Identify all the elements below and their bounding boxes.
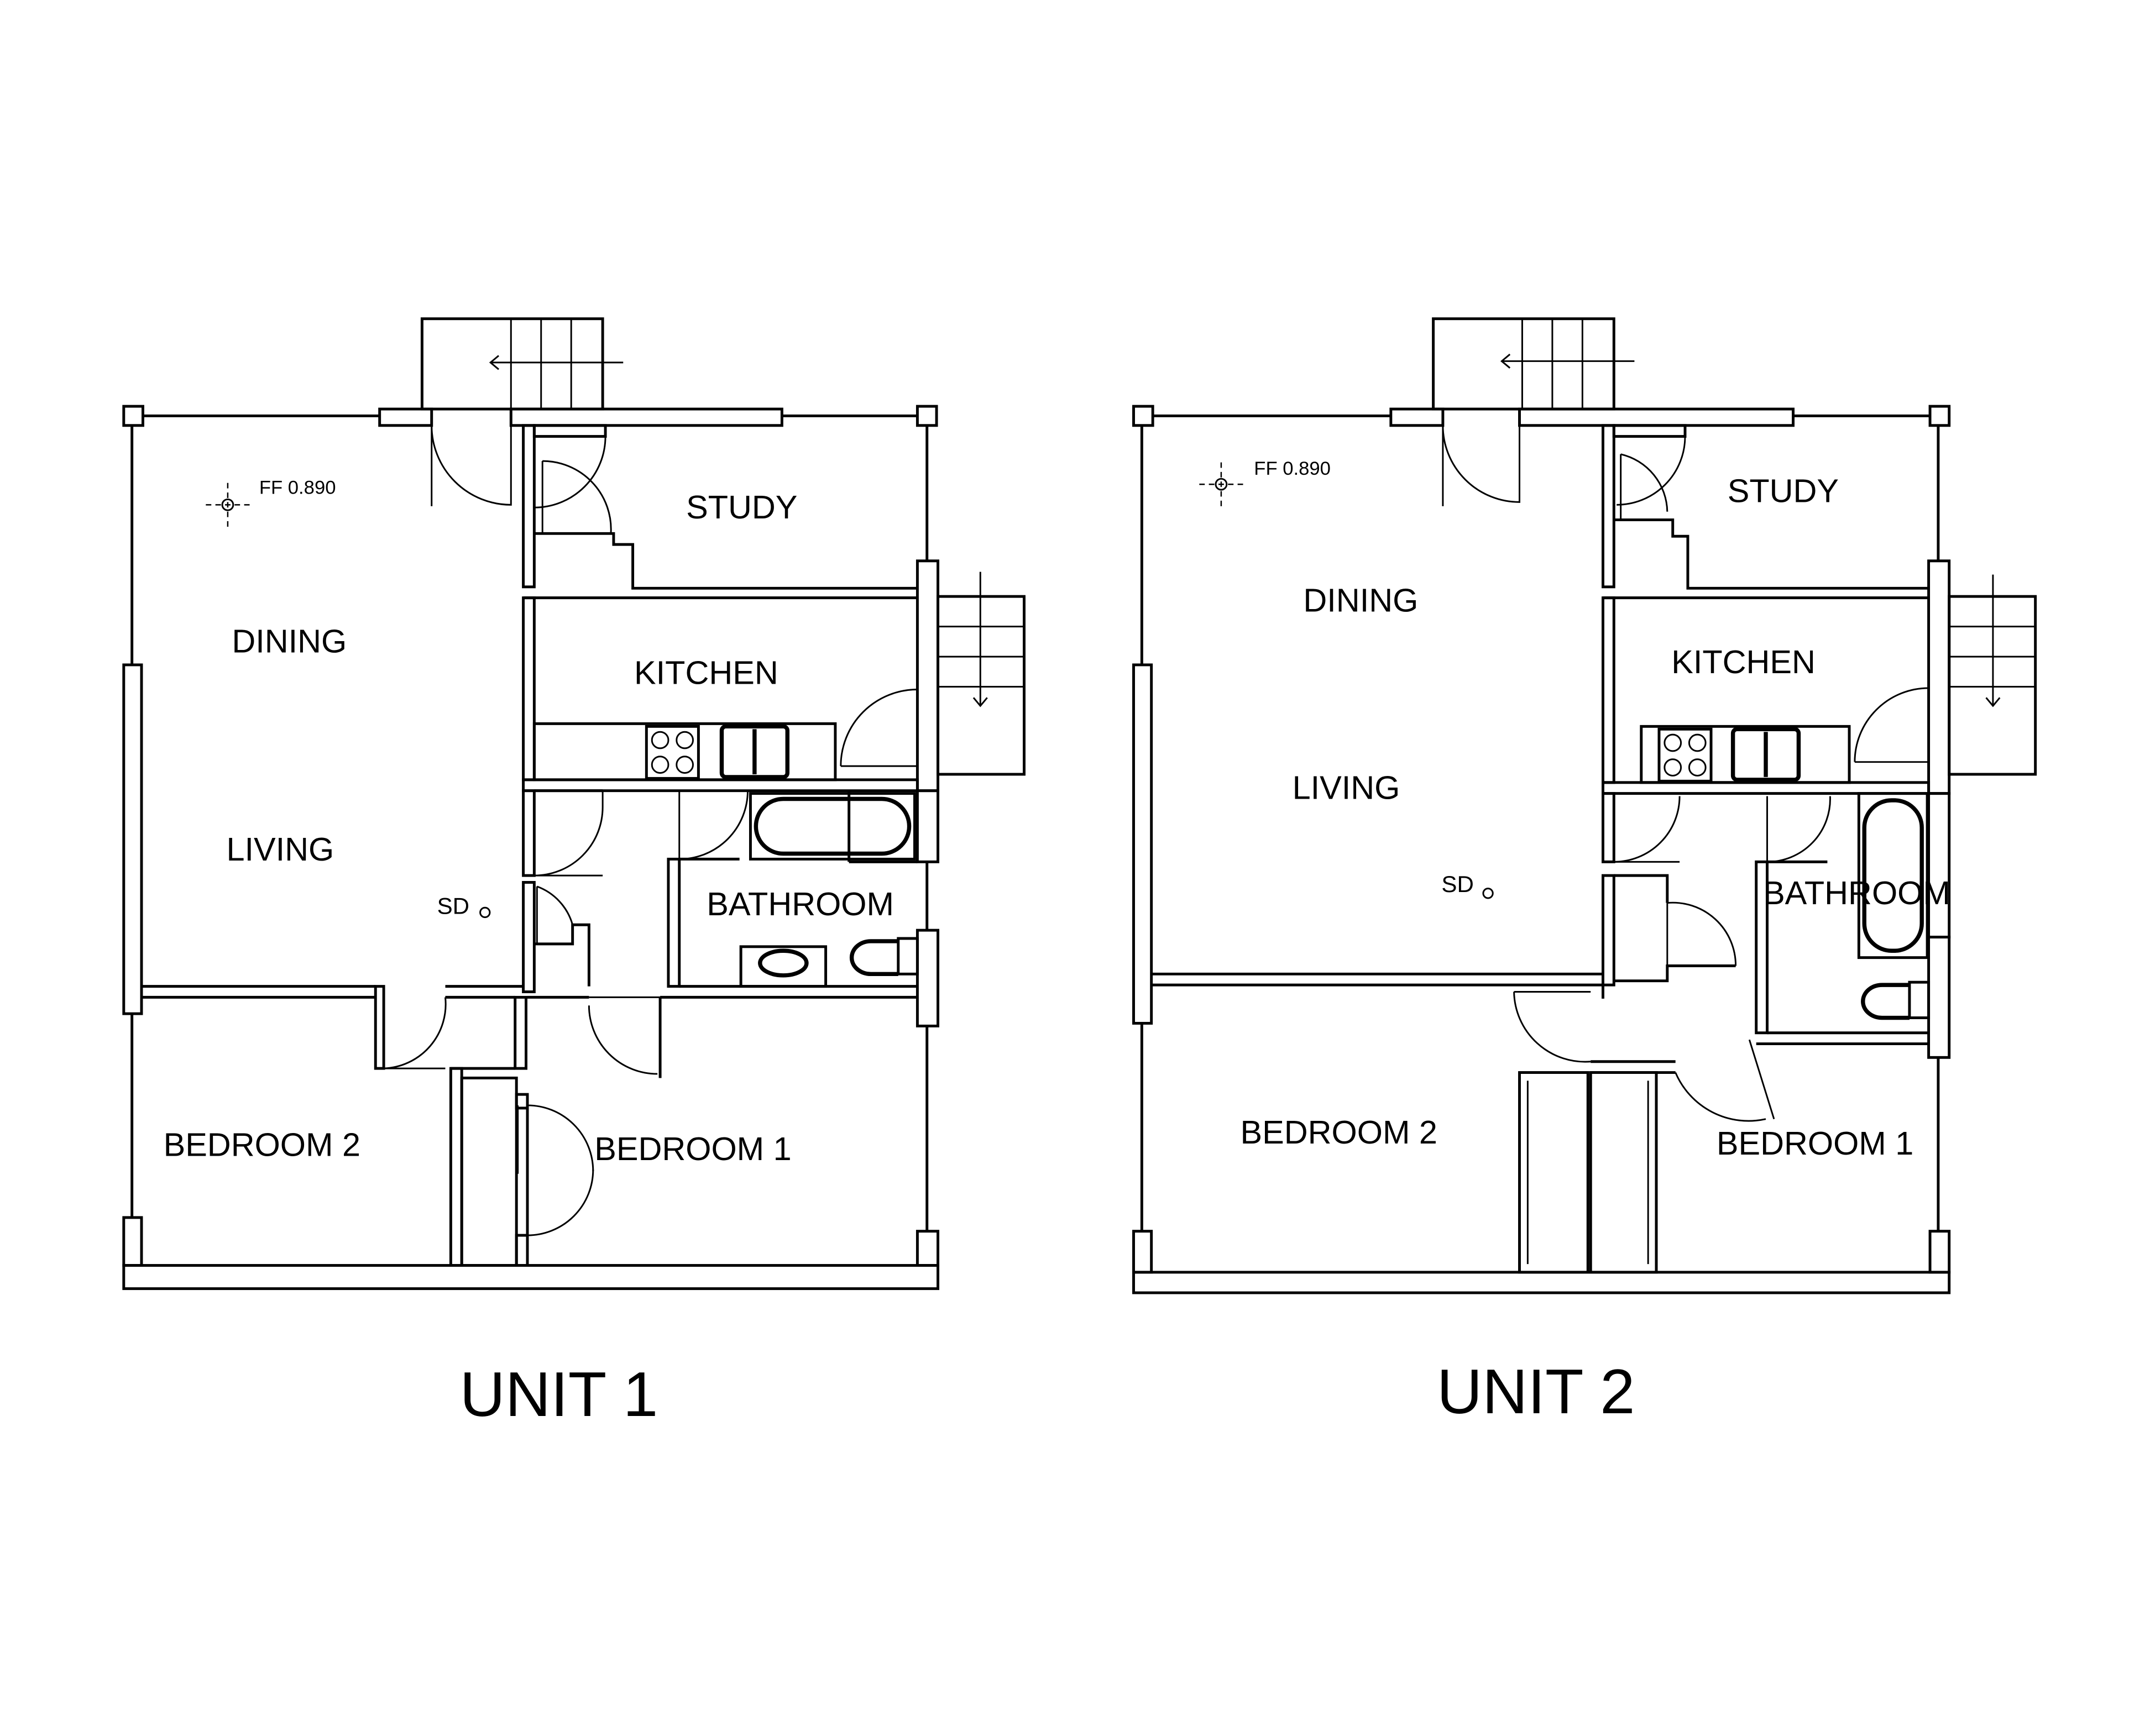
unit-1-fixtures: [206, 482, 919, 988]
level-marker-icon: [1199, 462, 1243, 506]
smoke-detector-icon: [1482, 888, 1494, 899]
unit-1-side-stair: [937, 571, 1026, 776]
unit-1-level-label: FF 0.890: [259, 478, 336, 499]
unit-1-plan: FF 0.890 STUDY DINING KITCHEN LIVING SD …: [122, 317, 1026, 1430]
unit-2-walls: [1132, 405, 1951, 1294]
door-swing-icon: [517, 1104, 594, 1236]
unit-1-title: UNIT 1: [460, 1360, 658, 1430]
unit-2-kitchen-label: KITCHEN: [1671, 643, 1816, 680]
door-swing-icon: [534, 790, 604, 877]
door-swing-icon: [536, 885, 574, 944]
stair-arrow-icon: [489, 355, 499, 370]
door-swing-icon: [1675, 1039, 1775, 1122]
unit-2-bedroom2-label: BEDROOM 2: [1241, 1114, 1437, 1151]
unit-2-bedroom1-label: BEDROOM 1: [1717, 1125, 1913, 1162]
unit-1-bathroom-label: BATHROOM: [707, 885, 894, 922]
unit-1-walls: [122, 405, 940, 1291]
unit-2-doors: [1442, 425, 1929, 1122]
unit-2-living-label: LIVING: [1293, 769, 1400, 806]
unit-1-entry-stair: [420, 317, 624, 411]
unit-1-bedroom1-label: BEDROOM 1: [594, 1130, 791, 1167]
toilet-icon: [849, 937, 919, 977]
unit-2-sd-label: SD: [1441, 871, 1473, 897]
door-swing-icon: [588, 996, 661, 1075]
unit-2-title: UNIT 2: [1437, 1357, 1635, 1427]
toilet-icon: [1861, 980, 1931, 1020]
door-swing-icon: [534, 436, 606, 508]
door-swing-icon: [1620, 453, 1668, 520]
unit-2-fixtures: [1199, 462, 1931, 1020]
unit-1-sd-label: SD: [437, 893, 469, 919]
unit-2-dining-label: DINING: [1303, 581, 1418, 618]
level-marker-icon: [206, 482, 250, 527]
door-swing-icon: [1614, 796, 1681, 863]
sink-icon: [719, 724, 789, 779]
sink-icon: [1730, 727, 1801, 782]
stair-arrow-icon: [1500, 353, 1511, 369]
unit-2-entry-stair: [1432, 317, 1635, 411]
unit-1-doors: [384, 425, 918, 1236]
door-swing-icon: [678, 790, 749, 860]
bathtub-icon: [1857, 792, 1929, 959]
unit-2-level-label: FF 0.890: [1254, 458, 1331, 479]
bathtub-icon: [749, 792, 916, 861]
unit-2-study-label: STUDY: [1728, 472, 1839, 509]
door-swing-icon: [431, 425, 512, 506]
door-swing-icon: [1614, 436, 1686, 506]
door-swing-icon: [1666, 901, 1737, 966]
cooktop-icon: [1657, 727, 1713, 783]
cooktop-icon: [645, 725, 700, 780]
unit-2-plan: FF 0.890 STUDY DINING KITCHEN LIVING SD …: [1132, 317, 2037, 1427]
door-swing-icon: [840, 689, 918, 767]
unit-2-side-stair: [1948, 574, 2037, 776]
door-swing-icon: [1766, 796, 1831, 863]
stair-arrow-icon: [1985, 697, 2001, 707]
door-swing-icon: [384, 997, 447, 1069]
smoke-detector-icon: [479, 906, 491, 919]
door-swing-icon: [1513, 991, 1591, 1063]
unit-1-study-label: STUDY: [686, 489, 797, 526]
door-swing-icon: [1442, 425, 1520, 506]
unit-1-bedroom2-label: BEDROOM 2: [164, 1126, 360, 1163]
door-swing-icon: [1854, 687, 1929, 763]
stair-arrow-icon: [972, 697, 988, 707]
unit-2-bathroom-label: BATHROOM: [1763, 874, 1950, 911]
vanity-basin-icon: [739, 945, 828, 988]
unit-1-dining-label: DINING: [232, 623, 347, 660]
unit-1-kitchen-label: KITCHEN: [634, 654, 778, 691]
door-swing-icon: [541, 460, 612, 534]
unit-1-living-label: LIVING: [226, 831, 334, 868]
